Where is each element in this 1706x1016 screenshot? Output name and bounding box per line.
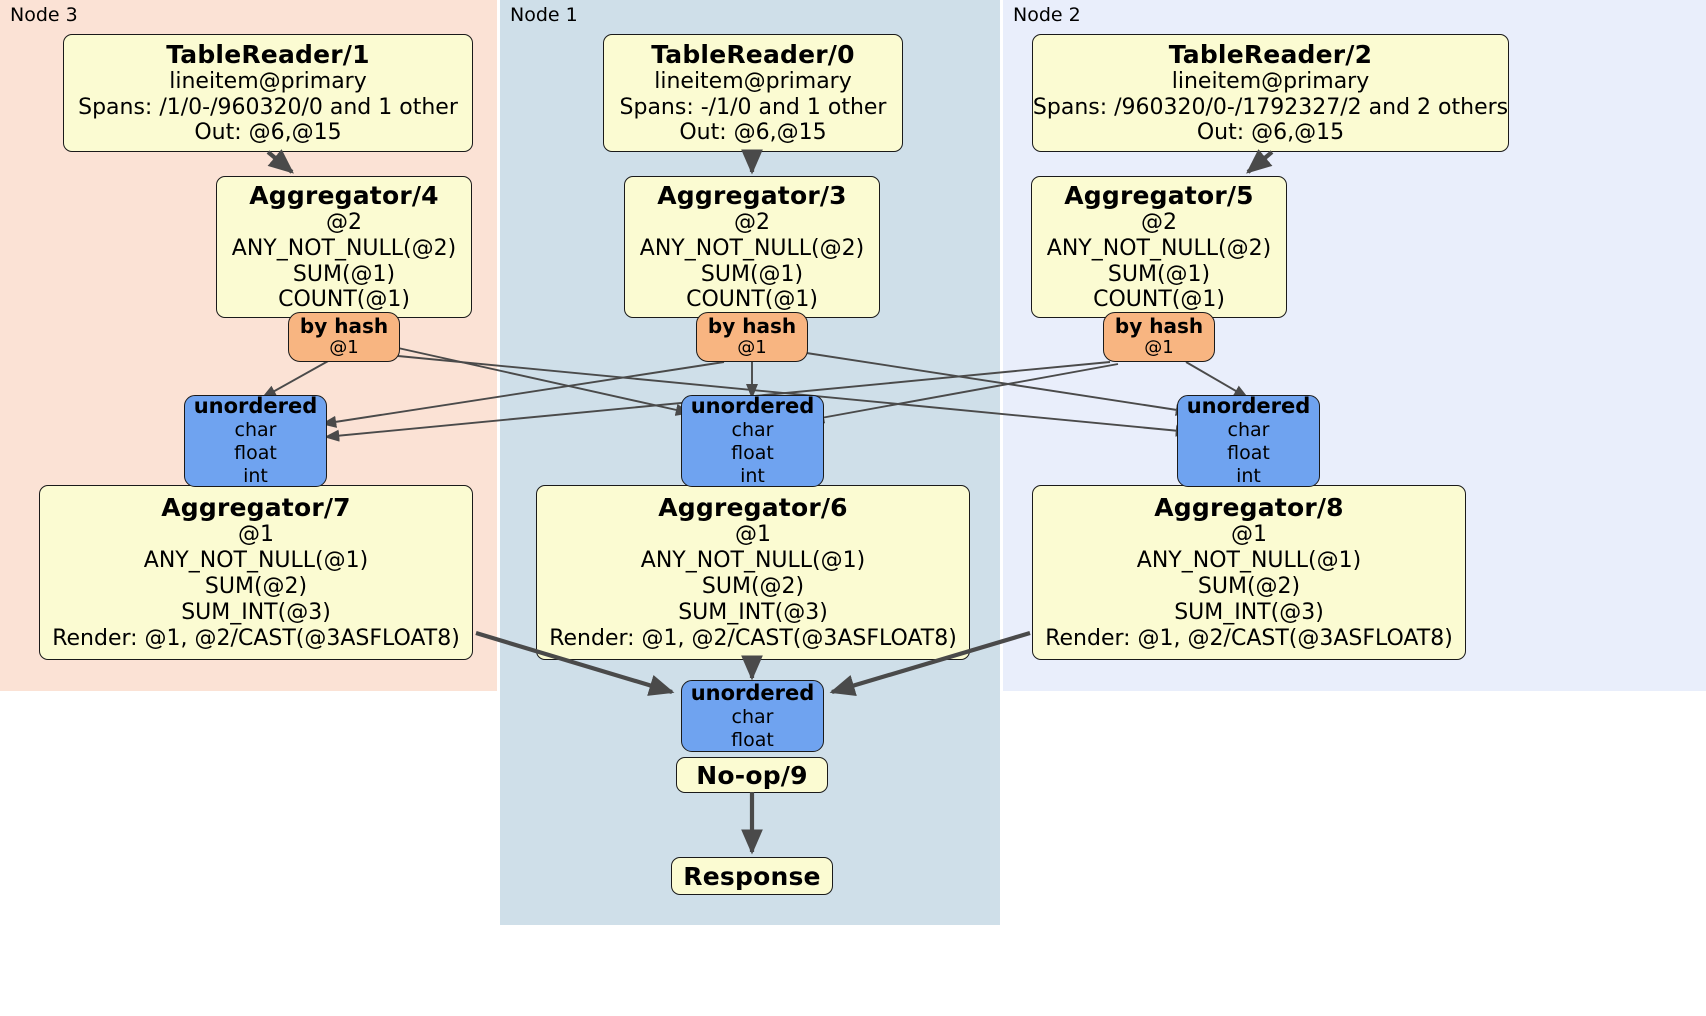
tablereader-0-spans: Spans: -/1/0 and 1 other: [619, 94, 887, 120]
router-node3-title: by hash: [299, 314, 389, 339]
processor-aggregator-6[interactable]: Aggregator/6 @1 ANY_NOT_NULL(@1) SUM(@2)…: [536, 485, 970, 660]
sync-node3-type-0: char: [234, 419, 277, 442]
aggregator-8-agg-1: SUM(@2): [1197, 574, 1301, 600]
sync-node2-type-0: char: [1227, 419, 1270, 442]
tablereader-0-table: lineitem@primary: [654, 68, 852, 94]
aggregator-8-agg-2: SUM_INT(@3): [1174, 599, 1324, 625]
aggregator-3-title: Aggregator/3: [657, 180, 847, 210]
final-sync-type-1: float: [731, 728, 774, 751]
tablereader-2-out: Out: @6,@15: [1196, 120, 1345, 146]
tablereader-1-spans: Spans: /1/0-/960320/0 and 1 other: [78, 94, 458, 120]
processor-aggregator-8[interactable]: Aggregator/8 @1 ANY_NOT_NULL(@1) SUM(@2)…: [1032, 485, 1466, 660]
processor-aggregator-4[interactable]: Aggregator/4 @2 ANY_NOT_NULL(@2) SUM(@1)…: [216, 176, 472, 318]
aggregator-7-render: Render: @1, @2/CAST(@3ASFLOAT8): [52, 625, 460, 651]
aggregator-6-agg-1: SUM(@2): [701, 574, 805, 600]
sync-node1-type-1: float: [731, 442, 774, 465]
aggregator-3-agg-0: ANY_NOT_NULL(@2): [639, 235, 865, 261]
sync-node2-type-2: int: [1236, 465, 1261, 487]
aggregator-6-title: Aggregator/6: [658, 493, 848, 523]
final-sync-type-0: char: [731, 705, 774, 728]
tablereader-1-title: TableReader/1: [166, 39, 370, 69]
node-panel-label-node1: Node 1: [510, 4, 578, 26]
output-router-by-hash-node1[interactable]: by hash @1: [696, 312, 808, 362]
processor-tablereader-1[interactable]: TableReader/1 lineitem@primary Spans: /1…: [63, 34, 473, 152]
aggregator-7-agg-2: SUM_INT(@3): [181, 599, 331, 625]
processor-aggregator-7[interactable]: Aggregator/7 @1 ANY_NOT_NULL(@1) SUM(@2)…: [39, 485, 473, 660]
aggregator-5-agg-0: ANY_NOT_NULL(@2): [1046, 235, 1272, 261]
tablereader-0-title: TableReader/0: [651, 39, 855, 69]
aggregator-3-agg-1: SUM(@1): [700, 261, 804, 287]
aggregator-3-agg-2: COUNT(@1): [686, 287, 818, 313]
noop-9-title: No-op/9: [696, 760, 808, 790]
router-node1-key: @1: [737, 337, 767, 359]
response-node[interactable]: Response: [671, 857, 833, 895]
aggregator-4-group: @2: [326, 209, 362, 235]
aggregator-7-agg-0: ANY_NOT_NULL(@1): [143, 548, 369, 574]
output-router-by-hash-node2[interactable]: by hash @1: [1103, 312, 1215, 362]
tablereader-0-out: Out: @6,@15: [679, 120, 827, 146]
aggregator-6-group: @1: [735, 522, 771, 548]
router-node2-key: @1: [1144, 337, 1174, 359]
aggregator-6-agg-0: ANY_NOT_NULL(@1): [640, 548, 866, 574]
processor-aggregator-5[interactable]: Aggregator/5 @2 ANY_NOT_NULL(@2) SUM(@1)…: [1031, 176, 1287, 318]
sync-node1-title: unordered: [690, 394, 815, 419]
aggregator-6-render: Render: @1, @2/CAST(@3ASFLOAT8): [549, 625, 957, 651]
aggregator-3-group: @2: [734, 209, 770, 235]
input-synchronizer-unordered-node1[interactable]: unordered char float int: [681, 394, 824, 487]
aggregator-4-agg-2: COUNT(@1): [278, 287, 410, 313]
output-router-by-hash-node3[interactable]: by hash @1: [288, 312, 400, 362]
aggregator-4-title: Aggregator/4: [249, 180, 439, 210]
tablereader-1-table: lineitem@primary: [169, 68, 367, 94]
input-synchronizer-unordered-node2[interactable]: unordered char float int: [1177, 394, 1320, 487]
tablereader-1-out: Out: @6,@15: [194, 120, 342, 146]
aggregator-6-agg-2: SUM_INT(@3): [678, 599, 828, 625]
aggregator-5-title: Aggregator/5: [1064, 180, 1254, 210]
processor-tablereader-0[interactable]: TableReader/0 lineitem@primary Spans: -/…: [603, 34, 903, 152]
sync-node1-type-2: int: [740, 465, 765, 487]
sync-node1-type-0: char: [731, 419, 774, 442]
aggregator-7-group: @1: [238, 522, 274, 548]
aggregator-4-agg-1: SUM(@1): [292, 261, 396, 287]
aggregator-8-render: Render: @1, @2/CAST(@3ASFLOAT8): [1045, 625, 1453, 651]
router-node3-key: @1: [329, 337, 359, 359]
router-node2-title: by hash: [1114, 314, 1204, 339]
aggregator-8-group: @1: [1231, 522, 1267, 548]
input-synchronizer-unordered-node3[interactable]: unordered char float int: [184, 394, 327, 487]
aggregator-8-title: Aggregator/8: [1154, 493, 1344, 523]
node-panel-label-node2: Node 2: [1013, 4, 1081, 26]
router-node1-title: by hash: [707, 314, 797, 339]
aggregator-7-agg-1: SUM(@2): [204, 574, 308, 600]
sync-node3-title: unordered: [193, 394, 318, 419]
tablereader-2-spans: Spans: /960320/0-/1792327/2 and 2 others: [1032, 94, 1509, 120]
aggregator-5-agg-1: SUM(@1): [1107, 261, 1211, 287]
aggregator-7-title: Aggregator/7: [161, 493, 351, 523]
tablereader-2-table: lineitem@primary: [1171, 68, 1370, 94]
tablereader-2-title: TableReader/2: [1168, 39, 1373, 69]
sync-node2-type-1: float: [1227, 442, 1270, 465]
aggregator-8-agg-0: ANY_NOT_NULL(@1): [1136, 548, 1362, 574]
aggregator-5-group: @2: [1141, 209, 1177, 235]
final-input-synchronizer-unordered[interactable]: unordered char float: [681, 680, 824, 752]
processor-noop-9[interactable]: No-op/9: [676, 757, 828, 793]
node-panel-label-node3: Node 3: [10, 4, 78, 26]
processor-tablereader-2[interactable]: TableReader/2 lineitem@primary Spans: /9…: [1032, 34, 1509, 152]
sync-node3-type-1: float: [234, 442, 277, 465]
aggregator-4-agg-0: ANY_NOT_NULL(@2): [231, 235, 457, 261]
aggregator-5-agg-2: COUNT(@1): [1093, 287, 1225, 313]
sync-node3-type-2: int: [243, 465, 268, 487]
processor-aggregator-3[interactable]: Aggregator/3 @2 ANY_NOT_NULL(@2) SUM(@1)…: [624, 176, 880, 318]
response-title: Response: [683, 861, 821, 891]
final-sync-title: unordered: [690, 680, 815, 705]
sync-node2-title: unordered: [1186, 394, 1311, 419]
